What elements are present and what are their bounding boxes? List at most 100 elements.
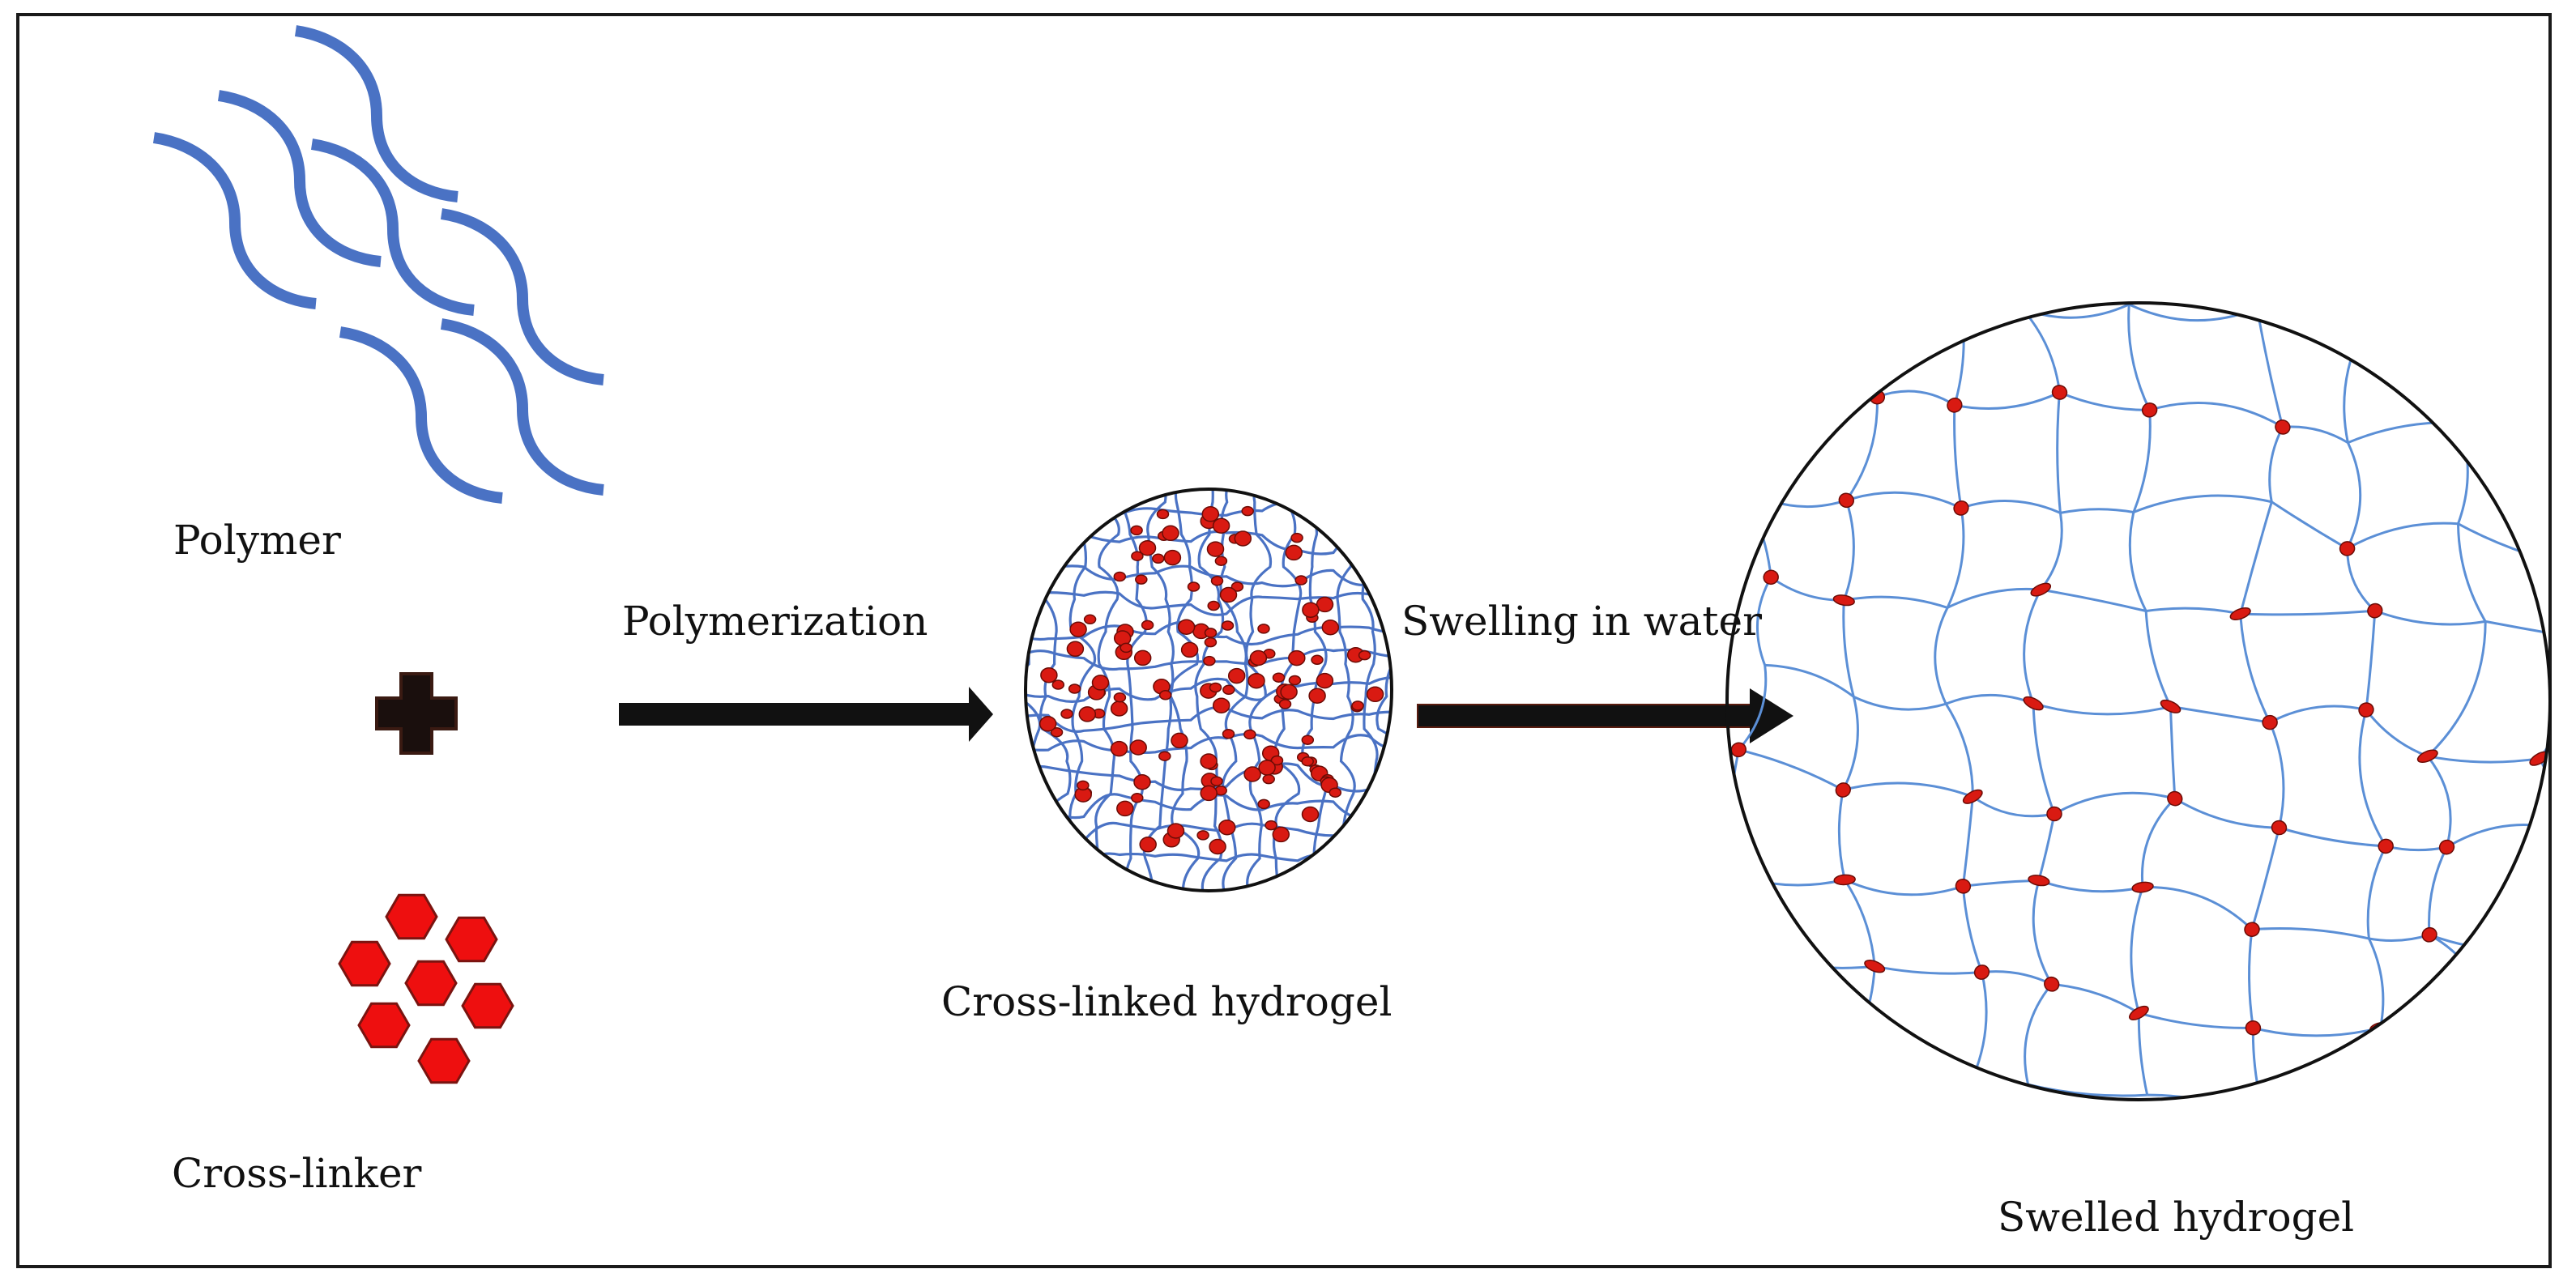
crosslink-dot [1210,776,1223,786]
crosslink-dot [1227,667,1246,684]
crosslink-dot [2378,838,2394,854]
network-chain [1844,879,1964,896]
crosslink-dot [1040,666,1058,683]
network-chain [2130,887,2144,1014]
crosslink-dot [1083,614,1097,625]
network-chain [2346,548,2376,612]
network-chain [2037,813,2056,881]
network-chain [2459,421,2550,468]
crosslink-dot [1206,541,1225,557]
swelling-arrow [1417,688,1793,743]
crosslink-dot [1163,549,1182,566]
network-chain [2143,886,2254,930]
network-chain [2040,513,2063,591]
crosslink-dot [1212,517,1230,534]
crosslink-dot [2023,696,2044,711]
crosslink-dot [1200,785,1218,802]
right-arrow-icon [969,687,993,742]
crosslink-dot [1204,637,1218,648]
crosslink-dot [2262,714,2278,730]
crosslink-dot [2271,820,2288,836]
crosslink-dot [1955,878,1972,894]
network-chain [2144,611,2172,708]
network-chain [2271,500,2348,550]
crosslink-dot [1077,780,1090,791]
network-chain [2240,609,2375,616]
network-chain [1843,879,1876,967]
crosslink-dot [1234,530,1252,547]
crosslink-dot [1366,686,1384,703]
network-chain [2365,611,2377,710]
crosslink-dot [1249,649,1268,666]
crosslinker-hexagon [404,960,458,1007]
crosslink-dot [1171,732,1188,749]
network-chain [2021,308,2061,393]
crosslink-dot [1221,620,1235,631]
crosslink-dot [1066,641,1085,658]
crosslink-dot [1243,766,1261,782]
crosslink-dot [1288,649,1306,666]
network-chain [1837,790,1846,880]
network-chain [1749,290,1823,296]
crosslink-dot [2367,603,2383,619]
network-chain [1841,696,1859,791]
network-chain [2368,938,2385,1028]
network-chain [2032,702,2171,716]
network-chain [2127,304,2151,411]
crosslink-dot [1302,602,1320,618]
crosslink-dot [2245,1020,2262,1036]
crosslink-dot [2244,922,2260,937]
network-chain [2369,933,2430,942]
crosslink-dot [1222,729,1235,739]
right-arrow-icon [1750,688,1793,743]
network-chain [2356,1114,2464,1140]
network-chain [2248,929,2254,1028]
crosslink-dot [1110,740,1128,757]
network-chain [2041,588,2147,612]
network-chain [1874,964,1982,975]
crosslink-dot [1133,649,1152,666]
network-chain [1954,391,2061,410]
crosslink-dot [1152,553,1165,564]
crosslink-dot [2141,402,2158,418]
crosslink-dot [1953,500,1969,516]
network-chain [1876,390,1955,407]
network-chain [1853,696,1947,711]
network-chain [1945,693,2034,705]
network-chain [2358,709,2387,847]
crosslink-dot [1219,586,1238,603]
network-chain [2023,589,2042,705]
crosslink-dot [1218,819,1236,836]
crosslinker-hexagon [417,1037,471,1084]
crosslink-dot [1039,716,1057,732]
network-chain [2054,791,2176,815]
network-chain [2133,494,2272,513]
network-chain [1734,303,1750,392]
crosslink-dot [2339,541,2356,556]
network-chain [2537,334,2550,467]
crosslink-dot [2128,1005,2149,1020]
crosslink-dot [1113,571,1127,582]
crosslink-dot [2030,582,2052,597]
network-chain [2533,949,2550,1062]
crosslinker-hexagon [445,916,498,963]
crosslink-dot [1214,556,1228,566]
crosslink-dot [1078,706,1097,722]
crosslink-dot [1196,830,1209,841]
network-chain [1738,665,1768,751]
network-chain [1944,703,1974,797]
network-chain [2032,703,2056,815]
crosslink-dot [1139,837,1157,853]
crosslink-dot [1129,739,1147,756]
polymer-chain [440,318,604,496]
network-chain [1738,383,1878,398]
polymer-chain [310,138,475,316]
network-chain [1845,397,1879,501]
network-chain [1963,1082,2028,1097]
crosslink-dot [1257,624,1270,634]
network-chain [2174,797,2280,829]
network-chain [2137,1012,2149,1096]
crosslink-dot [1120,642,1132,654]
network-chain [1961,796,1974,887]
